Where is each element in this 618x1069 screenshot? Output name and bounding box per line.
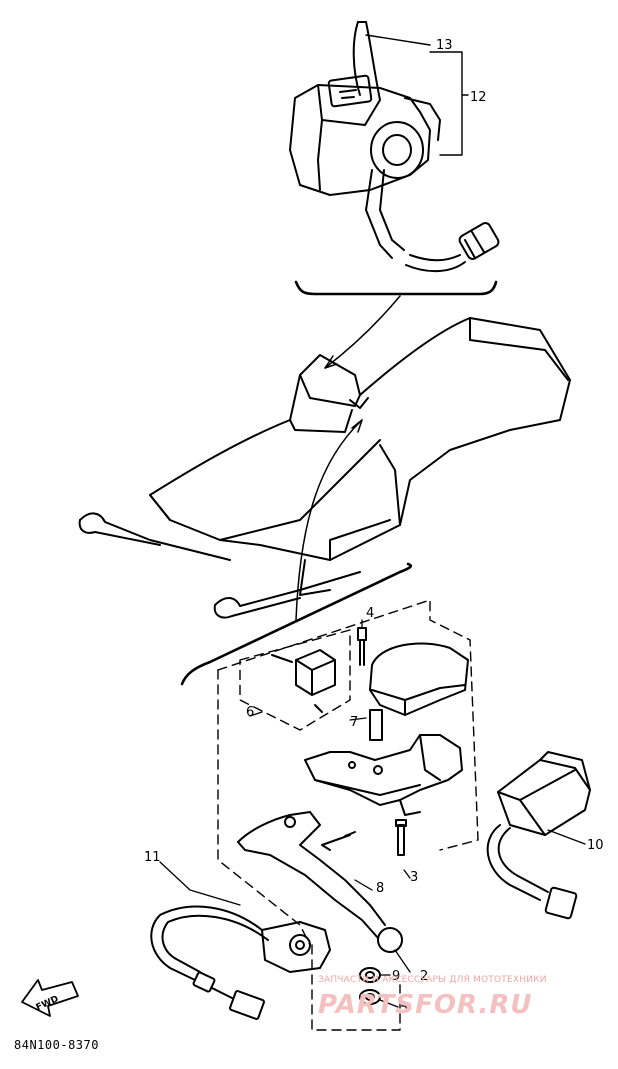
- pointer-line-lower: [295, 419, 363, 621]
- callout-11: 11: [144, 850, 161, 865]
- assembly-dashed-outline: [217, 599, 479, 1031]
- lower-parts: [150, 619, 591, 1020]
- callout-9: 9: [392, 969, 400, 984]
- pointer-line-top: [324, 295, 401, 369]
- callout-7: 7: [350, 715, 358, 730]
- callout-4: 4: [366, 606, 374, 621]
- fwd-arrow-icon: [21, 979, 79, 1017]
- diagram-code: 84N100-8370: [14, 1038, 99, 1052]
- view-bracket-top: [294, 280, 498, 296]
- callout-5: 5: [400, 1001, 408, 1016]
- control-unit-assembly: [289, 21, 500, 273]
- callout-3: 3: [410, 870, 418, 885]
- callout-10: 10: [587, 838, 604, 853]
- callout-8: 8: [376, 881, 384, 896]
- watermark-tagline: ЗАПЧАСТИ И АКСЕССУАРЫ ДЛЯ МОТОТЕХНИКИ: [318, 975, 547, 985]
- view-bracket-lower: [180, 562, 413, 686]
- fwd-label: FWD: [35, 994, 61, 1013]
- snowmobile-outline: [78, 317, 571, 619]
- callout-12: 12: [470, 90, 487, 105]
- callout-6: 6: [246, 705, 254, 720]
- watermark-logo: PARTSFOR.RU: [318, 990, 533, 1020]
- callout-2: 2: [420, 969, 428, 984]
- callout-13: 13: [436, 38, 453, 53]
